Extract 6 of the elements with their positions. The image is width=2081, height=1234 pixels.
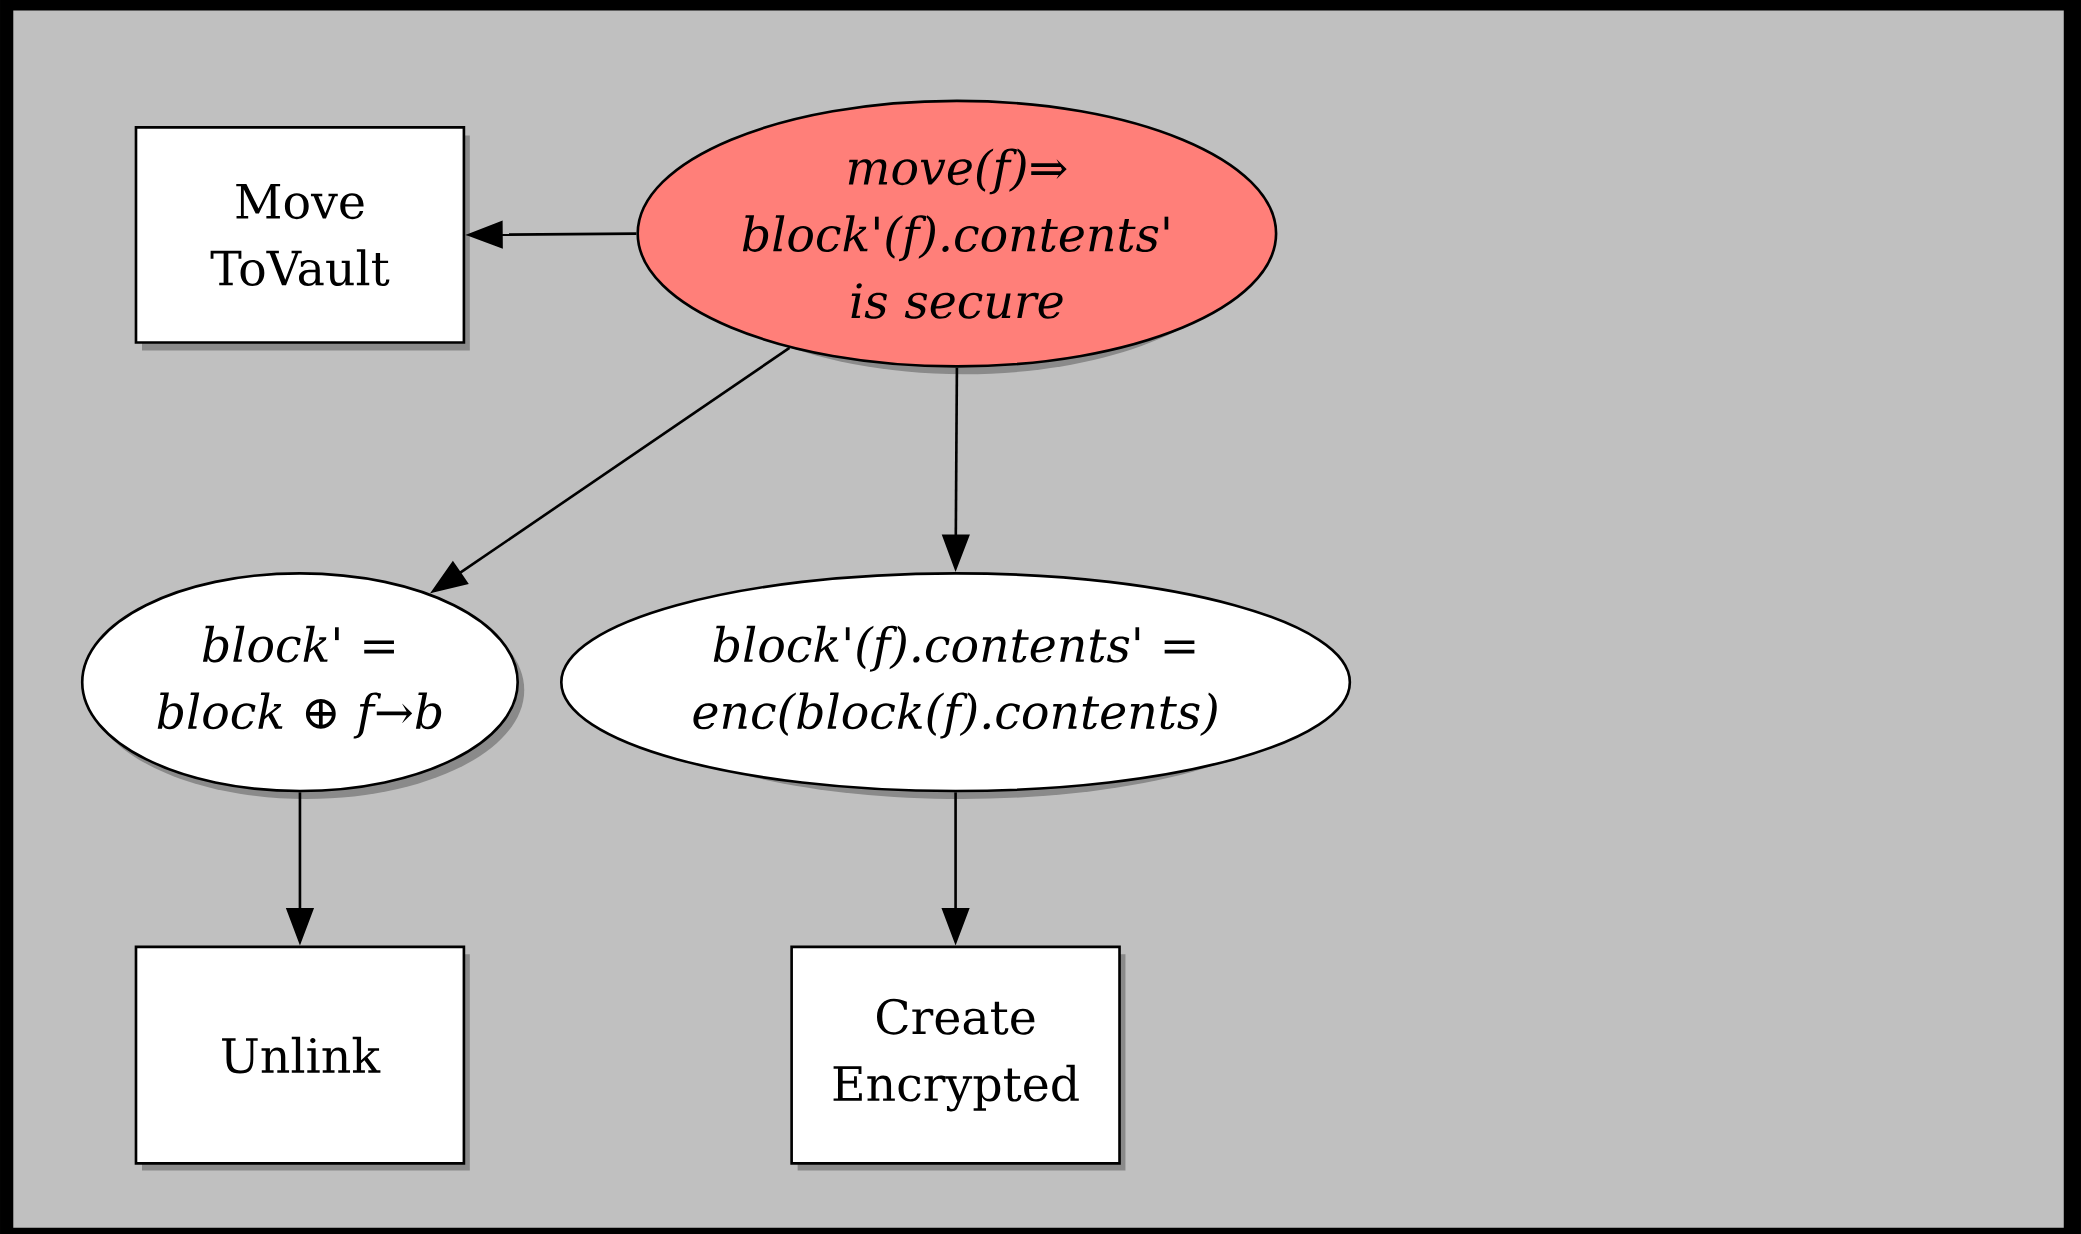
process-box: Move ToVault xyxy=(134,125,470,351)
ellipse-node: move(f)⇒ block'(f).contents' is secure xyxy=(636,99,1278,375)
ellipse-node: block' = block ⊕ f→b xyxy=(80,571,525,799)
process-box: Create Encrypted xyxy=(790,945,1126,1171)
process-box: Unlink xyxy=(134,945,470,1171)
ellipse-node: block'(f).contents' = enc(block(f).contents) xyxy=(560,571,1352,799)
